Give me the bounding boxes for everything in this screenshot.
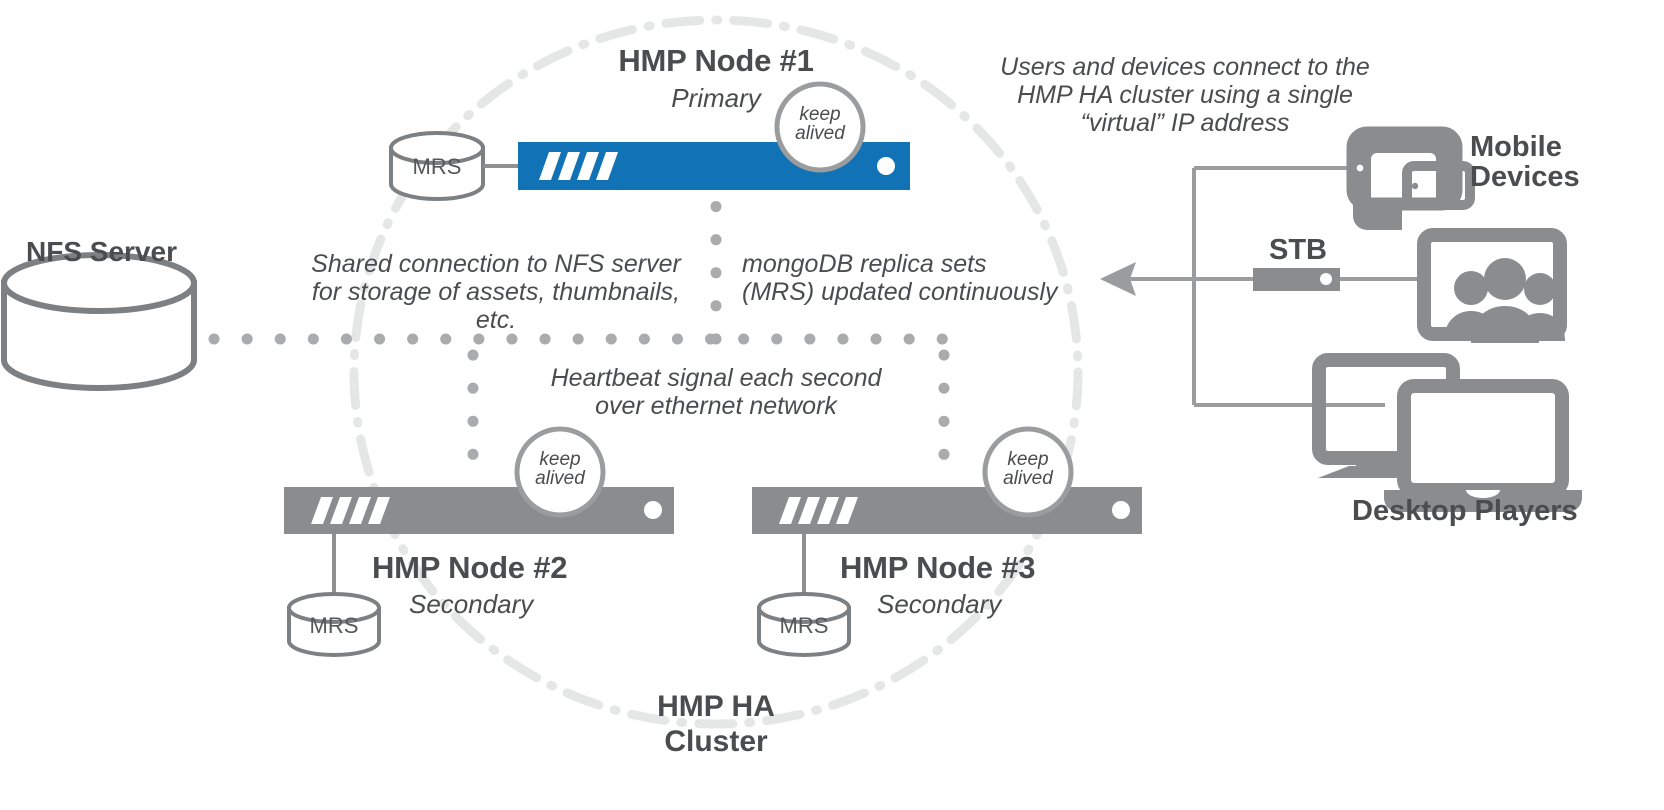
node1-mrs-label: MRS	[412, 154, 462, 179]
nfs-share-annotation: Shared connection to NFS server for stor…	[311, 250, 681, 334]
node1-mrs-icon	[389, 131, 485, 201]
node1-keepalived-text: keep alived	[795, 104, 845, 145]
node3-keepalived-badge[interactable]	[982, 426, 1074, 518]
node3-vent-icon	[779, 497, 858, 524]
set-top-box-icon	[1253, 268, 1340, 291]
tv-viewers-icon	[1417, 228, 1567, 343]
node2-mrs-icon	[287, 592, 381, 657]
monitor-laptop-icon	[1312, 353, 1582, 512]
hmp-node-1-title: HMP Node #1	[618, 43, 814, 78]
hmp-node-2-role: Secondary	[409, 589, 534, 619]
node2-keepalived-label: keep alived	[520, 450, 600, 489]
node1-keepalived-badge[interactable]	[774, 81, 866, 173]
desktop-players-label: Desktop Players	[1352, 495, 1578, 527]
hmp-node-3-role: Secondary	[877, 589, 1002, 619]
cluster-boundary-ring	[349, 15, 1083, 729]
hmp-node-3-title: HMP Node #3	[840, 550, 1036, 585]
node2-vent-icon	[311, 497, 390, 524]
node2-mrs-label: MRS	[309, 613, 359, 638]
virtual-ip-annotation: Users and devices connect to the HMP HA …	[1000, 53, 1370, 137]
hmp-node-3-chassis[interactable]	[752, 487, 1142, 534]
node2-led-icon	[644, 501, 662, 519]
heartbeat-annotation: Heartbeat signal each second over ethern…	[550, 364, 882, 420]
stb-label: STB	[1269, 234, 1327, 266]
node3-led-icon	[1112, 501, 1130, 519]
node1-vent-icon	[539, 152, 618, 180]
node2-keepalived-badge[interactable]	[514, 426, 606, 518]
node1-keepalived-label: keep alived	[780, 105, 860, 144]
mobile-devices-label: Mobile Devices	[1470, 131, 1580, 194]
cluster-title: HMP HA Cluster	[657, 690, 775, 758]
node2-keepalived-text: keep alived	[535, 449, 585, 490]
node3-keepalived-label: keep alived	[988, 450, 1068, 489]
node3-mrs-icon	[757, 592, 851, 657]
node3-keepalived-text: keep alived	[1003, 449, 1053, 490]
hmp-node-2-chassis[interactable]	[284, 487, 674, 534]
node1-led-icon	[877, 157, 895, 175]
hmp-node-1-chassis[interactable]	[518, 142, 910, 190]
nfs-server-label: NFS Server	[26, 236, 177, 267]
tablet-phone-icon	[1346, 126, 1475, 230]
node3-mrs-label: MRS	[779, 613, 829, 638]
nfs-server-icon	[0, 252, 197, 391]
hmp-node-2-title: HMP Node #2	[372, 550, 568, 585]
mongodb-annotation: mongoDB replica sets (MRS) updated conti…	[742, 250, 1058, 306]
hmp-node-1-role: Primary	[671, 83, 761, 113]
